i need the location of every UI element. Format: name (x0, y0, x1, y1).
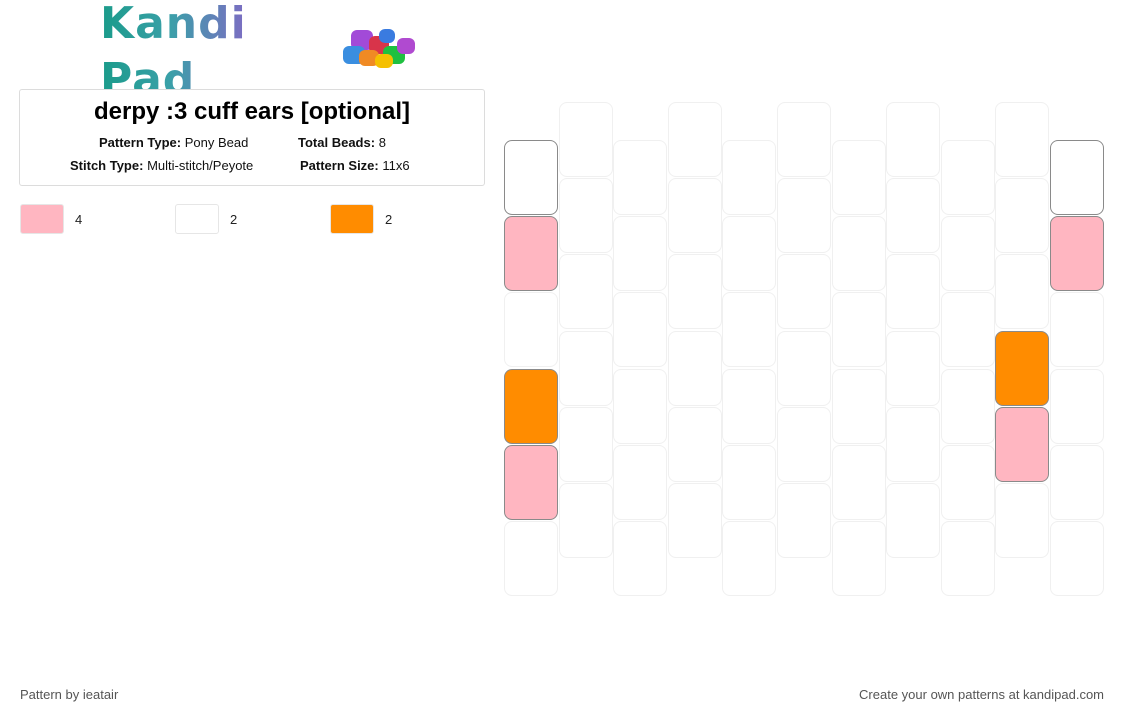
bead-empty (722, 444, 777, 520)
bead-count: 2 (385, 211, 393, 227)
bead-empty (1050, 444, 1104, 520)
kandi-pad-logo[interactable]: Kandi Pad (100, 0, 415, 105)
bead-empty (613, 216, 668, 292)
bead-filled (504, 140, 558, 215)
bead-empty (504, 292, 558, 368)
bead-empty (613, 521, 668, 596)
bead-empty (722, 521, 777, 596)
bead-filled (504, 444, 558, 520)
bead-empty (886, 254, 941, 330)
legend-item-white: 2 (175, 203, 237, 235)
bead-empty (722, 292, 777, 368)
stitch-type-label: Stitch Type: (70, 158, 144, 173)
pattern-size-row: Pattern Size: 11x6 (300, 158, 410, 173)
pattern-title: derpy :3 cuff ears [optional] (93, 98, 411, 125)
bead-empty (722, 140, 777, 215)
bead-empty (995, 254, 1050, 330)
bead-filled (995, 330, 1050, 406)
bead-empty (777, 178, 831, 254)
total-beads-label: Total Beads: (298, 135, 376, 150)
bead-empty (777, 406, 831, 482)
bead-empty (831, 292, 886, 368)
bead-empty (886, 178, 941, 254)
bead-empty (777, 254, 831, 330)
bead-empty (667, 102, 722, 177)
bead-empty (995, 483, 1050, 558)
pattern-type-row: Pattern Type: Pony Bead (99, 135, 248, 150)
bead-filled (995, 406, 1050, 482)
bead-empty (558, 330, 613, 406)
bead-empty (613, 140, 668, 215)
legend-item-pink: 4 (20, 203, 82, 235)
bead-empty (558, 178, 613, 254)
pattern-info-card: derpy :3 cuff ears [optional] Pattern Ty… (19, 89, 485, 186)
bead-empty (777, 330, 831, 406)
color-swatch (20, 204, 64, 234)
bead-empty (940, 140, 995, 215)
pattern-type-value: Pony Bead (184, 135, 249, 150)
bead-empty (667, 406, 722, 482)
color-swatch (330, 204, 374, 234)
bead-empty (722, 368, 777, 444)
pattern-size-label: Pattern Size: (300, 158, 379, 173)
bead-empty (667, 254, 722, 330)
bead-empty (558, 483, 613, 558)
bead-empty (777, 102, 831, 177)
bead-empty (831, 444, 886, 520)
bead-filled (504, 368, 558, 444)
bead-empty (504, 521, 558, 596)
bead-empty (940, 292, 995, 368)
bead-empty (558, 254, 613, 330)
bead-empty (1050, 292, 1104, 368)
bead-empty (886, 102, 941, 177)
bead-empty (558, 406, 613, 482)
bead-count: 2 (230, 211, 238, 227)
bead-empty (1050, 368, 1104, 444)
bead-empty (667, 483, 722, 558)
bead-empty (940, 521, 995, 596)
legend-item-orange: 2 (330, 203, 392, 235)
bead-empty (831, 368, 886, 444)
bead-empty (831, 140, 886, 215)
bead-empty (613, 368, 668, 444)
bead-empty (995, 102, 1050, 177)
stitch-type-value: Multi-stitch/Peyote (147, 158, 254, 173)
bead-empty (1050, 521, 1104, 596)
bead-empty (613, 292, 668, 368)
bead-empty (940, 368, 995, 444)
pattern-author: Pattern by ieatair (20, 687, 119, 702)
bead-empty (940, 216, 995, 292)
kandipad-credit-link[interactable]: Create your own patterns at kandipad.com (859, 687, 1104, 702)
bead-empty (722, 216, 777, 292)
stitch-type-row: Stitch Type: Multi-stitch/Peyote (70, 158, 253, 173)
bead-filled (1050, 140, 1104, 215)
bead-empty (886, 330, 941, 406)
bead-empty (831, 216, 886, 292)
total-beads-value: 8 (378, 135, 386, 150)
bead-empty (777, 483, 831, 558)
pattern-size-value: 11x6 (382, 158, 410, 173)
bead-empty (831, 521, 886, 596)
logo-text: Kandi Pad (100, 0, 331, 108)
bead-empty (667, 178, 722, 254)
bead-empty (995, 178, 1050, 254)
bead-empty (940, 444, 995, 520)
bead-count: 4 (75, 211, 83, 227)
beads-logo-icon (339, 24, 415, 80)
bead-filled (1050, 216, 1104, 292)
bead-empty (667, 330, 722, 406)
bead-empty (558, 102, 613, 177)
bead-empty (886, 406, 941, 482)
total-beads-row: Total Beads: 8 (298, 135, 386, 150)
bead-empty (613, 444, 668, 520)
pattern-type-label: Pattern Type: (99, 135, 182, 150)
color-swatch (175, 204, 219, 234)
bead-empty (886, 483, 941, 558)
bead-filled (504, 216, 558, 292)
